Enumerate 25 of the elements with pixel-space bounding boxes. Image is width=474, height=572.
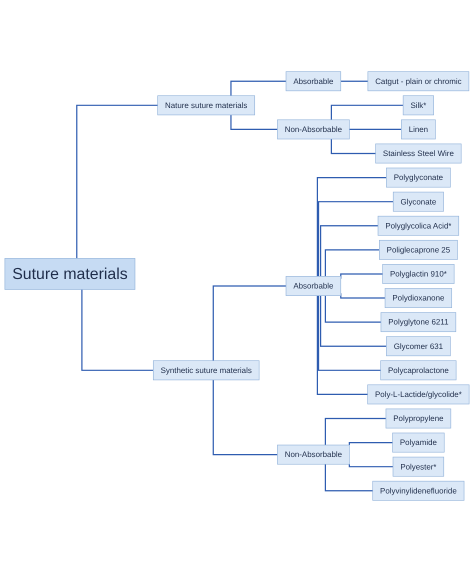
- connector: [340, 273, 383, 279]
- connector: [230, 80, 286, 96]
- connector: [320, 225, 378, 276]
- connector: [318, 201, 394, 276]
- connector: [330, 139, 376, 154]
- connector: [212, 285, 286, 361]
- connector: [324, 296, 381, 323]
- connector: [348, 464, 393, 468]
- connector: [340, 293, 386, 299]
- connector: [320, 296, 386, 347]
- connector: [324, 464, 373, 492]
- connector: [316, 176, 386, 276]
- connector: [348, 442, 393, 446]
- connector: [316, 296, 368, 396]
- node-box: Suture materials: [4, 258, 136, 290]
- connector: [81, 290, 154, 371]
- connector: [318, 296, 381, 371]
- connector: [348, 128, 402, 130]
- connector: [324, 249, 380, 276]
- connector: [76, 104, 158, 258]
- connector: [230, 114, 278, 130]
- connector: [330, 104, 404, 120]
- connector: [340, 80, 368, 82]
- connector: [212, 380, 278, 456]
- connector: [324, 418, 386, 446]
